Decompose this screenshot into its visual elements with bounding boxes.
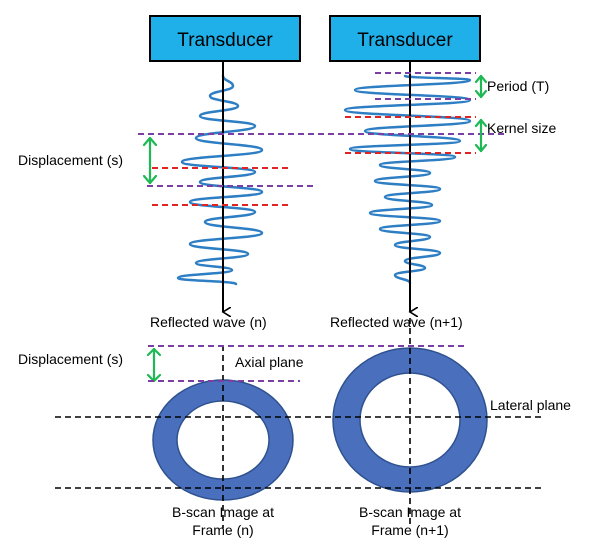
displacement-arrow-bottom	[146, 347, 162, 383]
axial-plane-label: Axial plane	[235, 354, 304, 370]
lateral-plane-label: Lateral plane	[490, 397, 571, 413]
bscan-right-caption-line1: B-scan Image at	[359, 504, 461, 520]
kernel-size-arrow	[474, 118, 488, 153]
reflected-wave-right-caption: Reflected wave (n+1)	[330, 314, 463, 330]
bscan-ring-left	[152, 379, 294, 501]
lower-purple-lines	[148, 345, 468, 382]
transducer-left-label: Transducer	[177, 30, 273, 51]
transducer-right-label: Transducer	[357, 30, 453, 51]
bscan-right-caption-line2: Frame (n+1)	[371, 522, 448, 538]
plane-lines	[55, 318, 545, 528]
period-label: Period (T)	[487, 78, 549, 94]
reflected-wave-left-caption: Reflected wave (n)	[150, 314, 267, 330]
bscan-left-caption-line1: B-scan Image at	[172, 504, 274, 520]
bscan-ring-right	[332, 347, 488, 493]
bscan-left-caption-line2: Frame (n)	[192, 522, 253, 538]
transducer-right: Transducer	[329, 15, 481, 62]
green-arrows	[142, 74, 488, 383]
period-arrow	[474, 74, 488, 99]
upper-reference-lines	[138, 72, 505, 206]
displacement-arrow-top	[142, 136, 158, 185]
displacement-label-top: Displacement (s)	[18, 152, 123, 168]
transducer-left: Transducer	[149, 15, 301, 62]
reflected-wave-right	[343, 74, 472, 285]
displacement-label-bottom: Displacement (s)	[18, 351, 123, 367]
kernel-size-label: Kernel size	[487, 120, 556, 136]
reflected-wave-left	[176, 74, 264, 286]
